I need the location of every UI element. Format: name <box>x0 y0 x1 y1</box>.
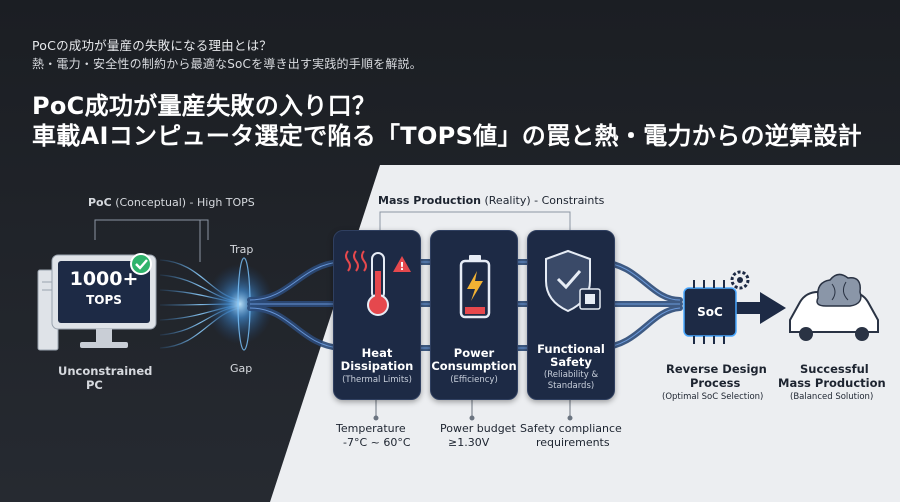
trap-glow <box>206 264 274 344</box>
poc-bracket <box>94 219 209 240</box>
reverse-design-line-1: Reverse Design <box>666 362 767 376</box>
trap-label: Trap <box>230 243 254 256</box>
gap-label: Gap <box>230 362 253 375</box>
safety-note-line-1: Safety compliance <box>520 422 622 435</box>
pc-tops-value: 1000+ <box>69 268 139 290</box>
success-sub: (Balanced Solution) <box>790 392 874 402</box>
constraint-card-power: Power Consumption (Efficiency) <box>430 230 518 400</box>
reverse-design-sub: (Optimal SoC Selection) <box>662 392 764 402</box>
subtitle-line-1: PoCの成功が量産の失敗になる理由とは？ <box>32 38 272 53</box>
card-subtitle-line-2: Standards) <box>547 381 595 391</box>
reverse-design-line-2: Process <box>690 376 741 390</box>
brain-icon <box>816 273 862 307</box>
battery-icon <box>459 255 491 319</box>
power-note-line-1: Power budget <box>440 422 516 435</box>
soc-chip-icon <box>683 280 737 344</box>
heat-note-line-1: Temperature <box>336 422 406 435</box>
card-title-line-2: Consumption <box>431 359 517 373</box>
card-subtitle: (Efficiency) <box>450 375 498 385</box>
soc-label: SoC <box>697 305 723 319</box>
constraint-card-heat: ! Heat Dissipation (Thermal Limits) <box>333 230 421 400</box>
card-title-line-2: Safety <box>550 355 592 369</box>
mass-production-section-label: Mass Production (Reality) - Constraints <box>378 194 605 207</box>
constraint-card-safety: Functional Safety (Reliability & Standar… <box>527 230 615 400</box>
shield-chip-icon <box>545 249 601 313</box>
warning-icon: ! <box>393 256 411 273</box>
pc-tops-unit: TOPS <box>86 293 122 307</box>
success-line-2: Mass Production <box>778 376 886 390</box>
computer-icon <box>37 254 157 351</box>
card-title-line-1: Functional <box>537 342 605 356</box>
safety-note-line-2: requirements <box>536 436 610 449</box>
pc-caption-line-2: PC <box>86 378 103 392</box>
pc-caption-line-1: Unconstrained <box>58 364 153 378</box>
card-title-line-2: Dissipation <box>340 359 414 373</box>
card-subtitle-line-1: (Reliability & <box>543 370 599 380</box>
card-subtitle: (Thermal Limits) <box>342 375 412 385</box>
arrow-right-icon <box>735 292 786 324</box>
svg-text:!: ! <box>399 260 404 273</box>
power-note-line-2: ≥1.30V <box>448 436 490 449</box>
page-title-line-2: 車載AIコンピュータ選定で陥る「TOPS値」の罠と熱・電力からの逆算設計 <box>32 122 862 150</box>
heat-note-line-2: -7°C ~ 60°C <box>343 436 411 449</box>
subtitle-line-2: 熱・電力・安全性の制約から最適なSoCを導き出す実践的手順を解説。 <box>32 57 422 71</box>
mass-production-bracket <box>379 211 571 232</box>
card-title-line-1: Heat <box>361 346 393 360</box>
card-note-pointers <box>373 400 573 421</box>
check-badge-icon <box>130 253 152 275</box>
card-title-line-1: Power <box>453 346 495 360</box>
gear-icon <box>730 270 750 290</box>
thermometer-icon <box>345 250 389 316</box>
success-line-1: Successful <box>800 362 869 376</box>
poc-section-label: PoC (Conceptual) - High TOPS <box>88 196 255 209</box>
page-title-line-1: PoC成功が量産失敗の入り口？ <box>32 92 377 120</box>
